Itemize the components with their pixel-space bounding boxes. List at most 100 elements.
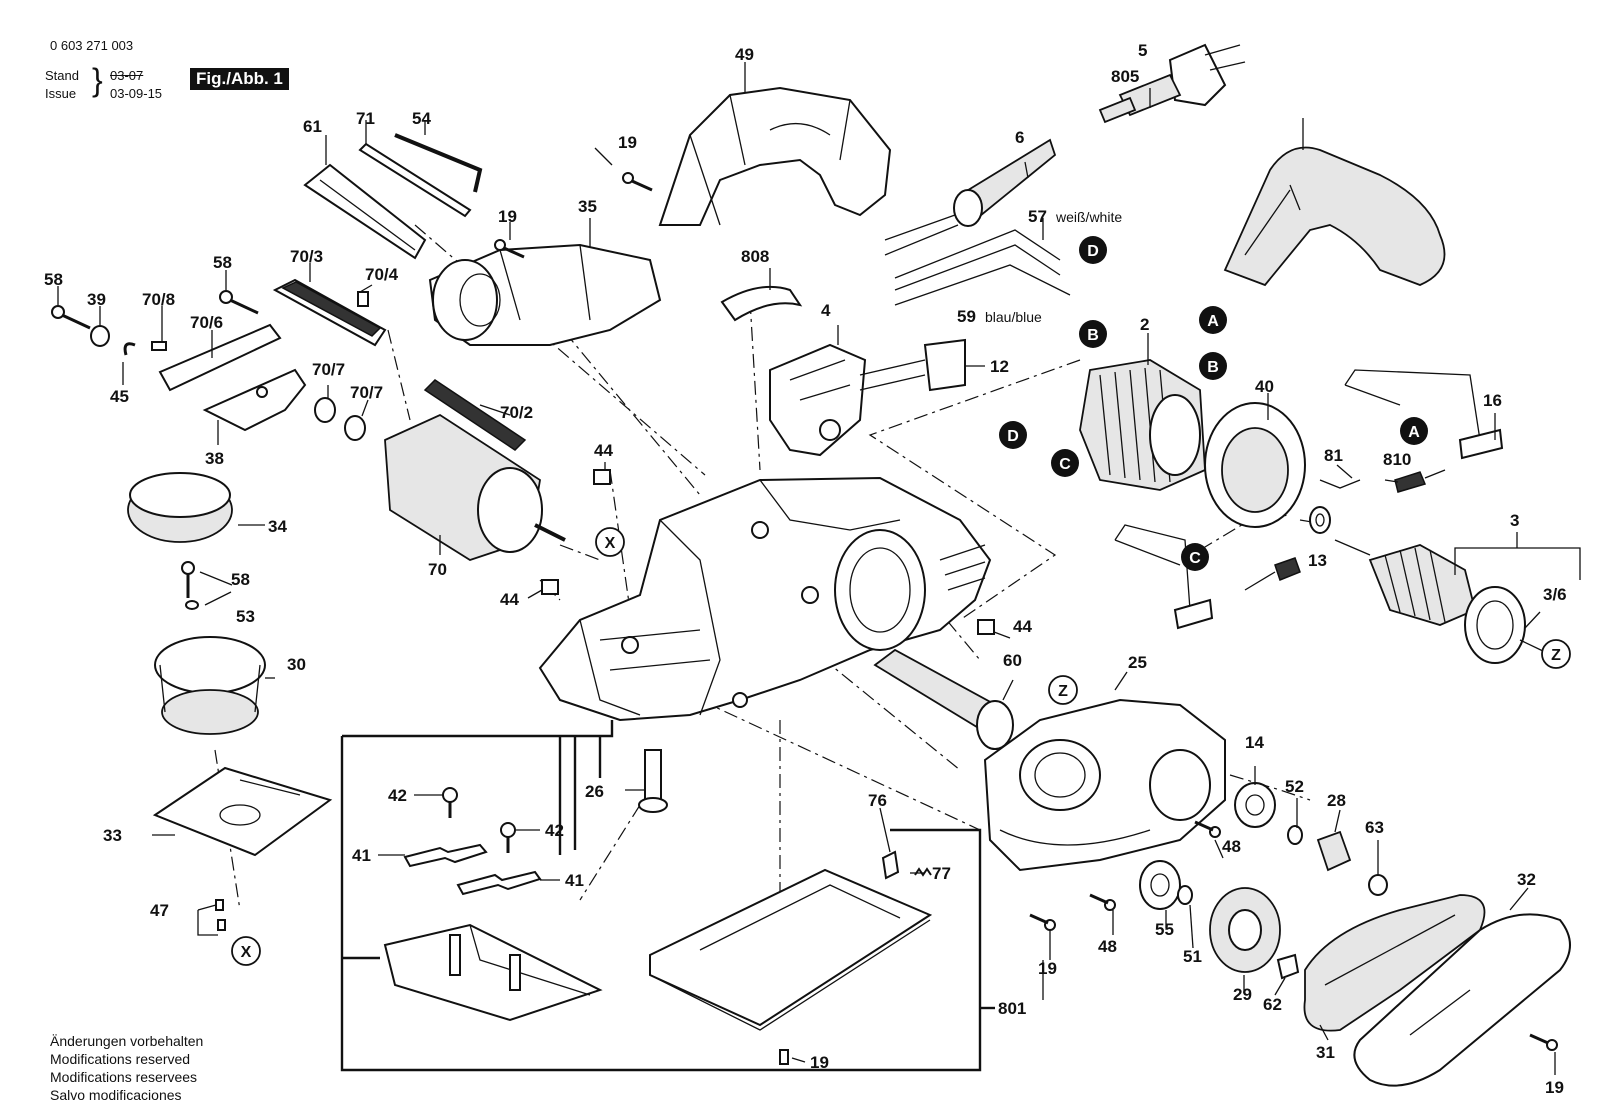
part-label: 34 bbox=[268, 517, 287, 536]
modification-notes: Änderungen vorbehalten Modifications res… bbox=[50, 1032, 203, 1104]
main-housing bbox=[538, 476, 992, 722]
note-fr: Modifications reservees bbox=[50, 1069, 198, 1085]
clip-45 bbox=[123, 342, 136, 356]
part-label: 30 bbox=[287, 655, 306, 674]
belt-cover-32 bbox=[1353, 913, 1571, 1087]
part-label: 52 bbox=[1285, 777, 1304, 796]
strain-relief-6 bbox=[884, 138, 1057, 256]
brush-holder-16-bottom bbox=[1114, 524, 1301, 630]
part-label: 77 bbox=[932, 864, 951, 883]
part-label: 26 bbox=[585, 782, 604, 801]
plate-70-6 bbox=[158, 323, 282, 392]
callout-z-cover: Z bbox=[1048, 675, 1078, 705]
part-label: 44 bbox=[1013, 617, 1032, 636]
callout-a-label: A bbox=[1207, 313, 1219, 330]
air-guide-ring-40 bbox=[1204, 402, 1306, 528]
belt-cover-25 bbox=[983, 698, 1226, 872]
spring-77 bbox=[914, 867, 932, 877]
part-label: 801 bbox=[998, 999, 1026, 1018]
callout-b-label: B bbox=[1087, 327, 1099, 344]
callout-c-bottom: C bbox=[1181, 543, 1209, 571]
part-label: 6 bbox=[1015, 128, 1024, 147]
part-label: 3/6 bbox=[1543, 585, 1567, 604]
label-808 bbox=[720, 285, 803, 322]
part-label: 805 bbox=[1111, 67, 1139, 86]
part-label: 53 bbox=[236, 607, 255, 626]
blade-70-2 bbox=[423, 379, 527, 451]
scale-plate-33 bbox=[152, 766, 333, 857]
part-label: 62 bbox=[1263, 995, 1282, 1014]
callout-d-left: D bbox=[999, 421, 1027, 449]
wire-label-blue: blau/blue bbox=[985, 309, 1042, 325]
screw-19-d bbox=[1529, 1033, 1558, 1051]
part-label: 31 bbox=[1316, 1043, 1335, 1062]
note-de: Änderungen vorbehalten bbox=[50, 1033, 204, 1049]
base-box bbox=[383, 923, 603, 1022]
screw-48-b bbox=[1089, 893, 1116, 911]
part-76 bbox=[881, 850, 900, 880]
part-label: 19 bbox=[810, 1053, 829, 1072]
washer-51 bbox=[1177, 885, 1193, 905]
washer-39 bbox=[90, 325, 110, 347]
part-label: 70/6 bbox=[190, 313, 223, 332]
pins-47 bbox=[215, 899, 226, 931]
callout-z-label: Z bbox=[1058, 683, 1068, 700]
bracket-3 bbox=[1454, 532, 1581, 580]
screw-58-top bbox=[219, 290, 259, 315]
part-label: 14 bbox=[1245, 733, 1264, 752]
part-label: 808 bbox=[741, 247, 769, 266]
part-label: 12 bbox=[990, 357, 1009, 376]
part-label: 42 bbox=[388, 786, 407, 805]
note-es: Salvo modificaciones bbox=[50, 1087, 182, 1103]
issue-date: 03-09-15 bbox=[110, 86, 163, 101]
wire-label-white: weiß/white bbox=[1055, 209, 1122, 225]
part-label: 3 bbox=[1510, 511, 1519, 530]
nut-63 bbox=[1368, 874, 1388, 896]
brush-holder-16-top bbox=[1344, 369, 1504, 493]
part-label: 47 bbox=[150, 901, 169, 920]
armature-3 bbox=[1334, 539, 1546, 664]
part-label: 25 bbox=[1128, 653, 1147, 672]
part-number-labels: 49 5 805 6 57 59 2 40 16 810 81 13 3 3/6… bbox=[44, 41, 1567, 1097]
part-label: 51 bbox=[1183, 947, 1202, 966]
part-label: 70/7 bbox=[312, 360, 345, 379]
callout-x-label: X bbox=[241, 944, 252, 961]
part-label: 58 bbox=[44, 270, 63, 289]
screw-19-e bbox=[779, 1049, 789, 1065]
drive-belt-31 bbox=[1303, 894, 1486, 1032]
handle-49-left bbox=[658, 86, 892, 226]
bearing-70-7 bbox=[314, 397, 366, 441]
part-label: 4 bbox=[821, 301, 831, 320]
part-label: 58 bbox=[213, 253, 232, 272]
pulley-29 bbox=[1209, 887, 1281, 973]
part-label: 60 bbox=[1003, 651, 1022, 670]
part-label: 33 bbox=[103, 826, 122, 845]
bearing-13 bbox=[1309, 506, 1331, 534]
part-label: 19 bbox=[498, 207, 517, 226]
screw-19-b bbox=[494, 239, 525, 259]
part-label: 70/2 bbox=[500, 403, 533, 422]
parallel-guide-61 bbox=[303, 163, 427, 260]
part-label: 13 bbox=[1308, 551, 1327, 570]
issue-label: Issue bbox=[45, 86, 77, 101]
screw-58-left bbox=[51, 305, 91, 330]
figure-label: Fig./Abb. 1 bbox=[190, 68, 289, 90]
guide-70-3 bbox=[272, 278, 387, 347]
screw-42-b bbox=[500, 822, 516, 853]
assembly-frame bbox=[340, 720, 995, 1072]
part-label: 81 bbox=[1324, 446, 1343, 465]
part-label: 2 bbox=[1140, 315, 1149, 334]
part-label: 19 bbox=[618, 133, 637, 152]
bearing-14 bbox=[1234, 782, 1276, 828]
date-brace: } bbox=[92, 62, 103, 98]
part-label: 61 bbox=[303, 117, 322, 136]
knob-34 bbox=[127, 472, 233, 543]
part-label: 35 bbox=[578, 197, 597, 216]
old-date: 03-07 bbox=[110, 68, 144, 83]
part-label: 42 bbox=[545, 821, 564, 840]
pin-70-8 bbox=[151, 341, 167, 351]
callout-z-armature: Z bbox=[1541, 639, 1571, 669]
nut-44 bbox=[541, 469, 995, 635]
part-label: 57 bbox=[1028, 207, 1047, 226]
